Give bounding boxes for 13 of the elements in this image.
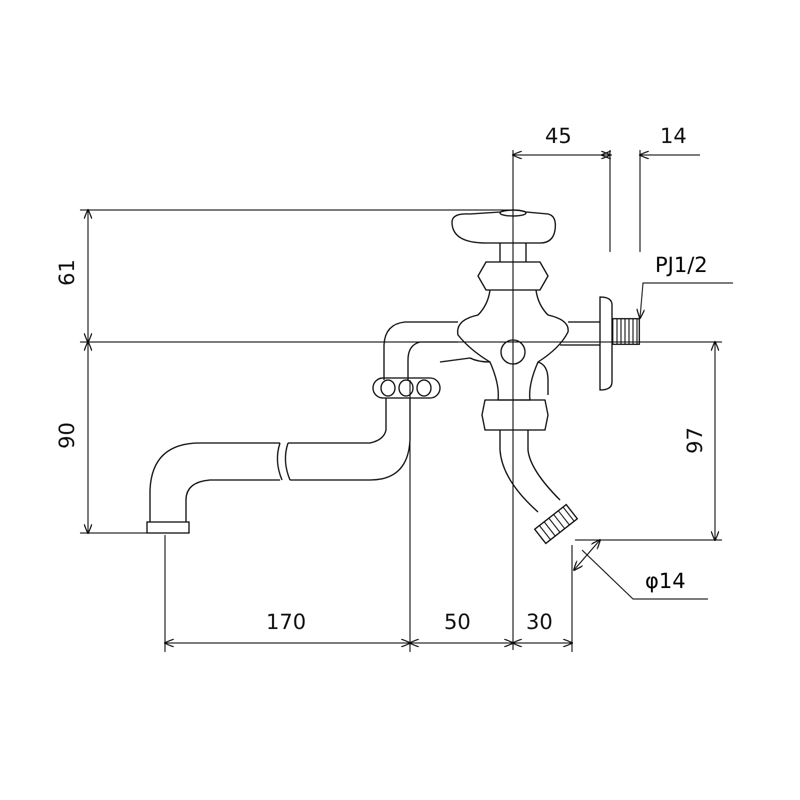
dimension-value: 61 (56, 259, 78, 286)
leader-line (582, 550, 708, 600)
dimension-value: 45 (545, 126, 572, 147)
dimension-value: 14 (660, 126, 687, 147)
dimension-value: 90 (56, 422, 78, 449)
threaded-connector (612, 318, 640, 345)
dimension-value: 97 (684, 427, 706, 454)
dimension-value: 170 (266, 612, 306, 633)
leader-line (636, 282, 734, 320)
dimension-value: 30 (526, 612, 553, 633)
diameter-label: φ14 (645, 568, 705, 594)
thread-spec-label: PJ1/2 (655, 252, 730, 278)
dimension-value: 50 (444, 612, 471, 633)
